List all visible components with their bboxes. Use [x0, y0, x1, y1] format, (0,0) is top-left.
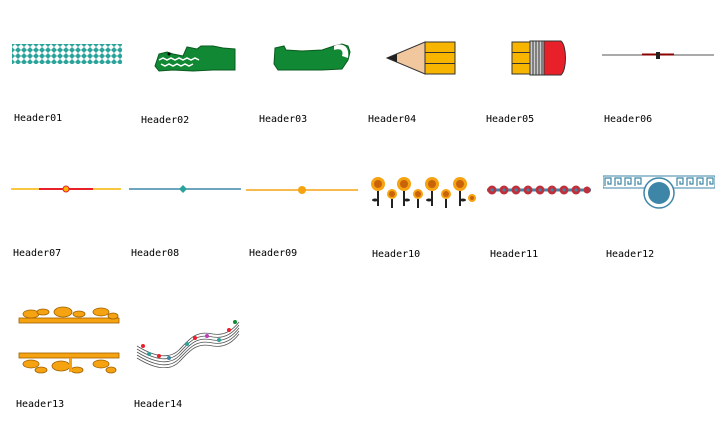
thin-line-divider-icon [602, 50, 714, 60]
header14-label: Header14 [134, 399, 183, 410]
orange-line-dot-divider-icon [246, 184, 358, 196]
header13-label: Header13 [16, 399, 65, 410]
pencil-icon [385, 40, 457, 76]
header12-label: Header12 [606, 249, 655, 260]
flower-chain-icon [487, 183, 591, 197]
header06-label: Header06 [604, 114, 653, 125]
greek-key-medallion-icon [603, 174, 715, 210]
music-staff-ribbon-icon [133, 316, 243, 368]
red-yellow-line-divider-icon [11, 184, 121, 194]
diamond-lattice-band-icon [12, 44, 122, 64]
golden-leaf-frame-icon [17, 304, 121, 378]
pencil-eraser-icon [511, 40, 567, 76]
lizard-icon [272, 42, 352, 72]
header03-label: Header03 [259, 114, 308, 125]
header11-label: Header11 [490, 249, 539, 260]
header05-label: Header05 [486, 114, 535, 125]
header04-label: Header04 [368, 114, 417, 125]
header09-label: Header09 [249, 248, 298, 259]
header08-label: Header08 [131, 248, 180, 259]
crocodile-icon [153, 44, 237, 74]
header07-label: Header07 [13, 248, 62, 259]
header01-label: Header01 [14, 113, 63, 124]
sunflower-row-icon [368, 174, 480, 210]
header10-label: Header10 [372, 249, 421, 260]
teal-line-diamond-divider-icon [129, 183, 241, 195]
header02-label: Header02 [141, 115, 190, 126]
